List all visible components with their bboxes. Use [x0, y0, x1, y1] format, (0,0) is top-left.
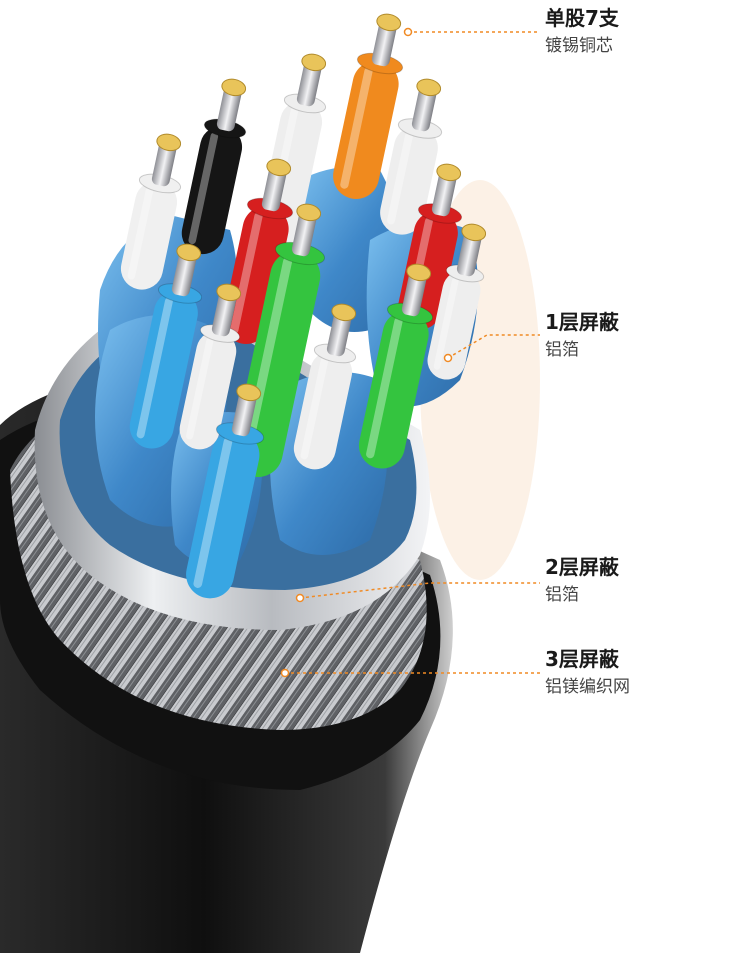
callout-conductor-title: 单股7支 — [545, 6, 619, 30]
wire-highlight — [366, 317, 403, 459]
strand-tip — [376, 13, 402, 32]
wire — [120, 133, 182, 290]
callout-shield-2-title: 2层屏蔽 — [545, 555, 619, 579]
wire — [223, 158, 294, 344]
callout-shield-1-subtitle: 铝箔 — [545, 340, 579, 360]
strand-tip — [416, 78, 442, 97]
wire — [129, 243, 203, 449]
strand-tip — [176, 243, 202, 262]
wire-highlight — [340, 67, 373, 189]
callout-shield-1: 1层屏蔽 铝箔 — [545, 310, 619, 362]
leader-dot — [280, 668, 290, 678]
wire-insulation — [179, 331, 237, 450]
copper-strand — [401, 271, 427, 317]
callout-shield-3-subtitle: 铝镁编织网 — [545, 677, 630, 697]
copper-strand — [431, 171, 457, 217]
wire-insulation — [232, 250, 321, 478]
wire-highlight — [433, 277, 459, 370]
callout-shield-3: 3层屏蔽 铝镁编织网 — [545, 647, 630, 699]
callout-shield-1-title: 1层屏蔽 — [545, 310, 619, 334]
leader-line — [299, 582, 540, 599]
callout-conductor-subtitle: 镀锡铜芯 — [545, 36, 613, 56]
copper-strand — [456, 231, 482, 277]
copper-strand — [231, 391, 257, 437]
copper-strand — [291, 211, 317, 257]
wire — [186, 383, 265, 599]
callout-shield-2: 2层屏蔽 铝箔 — [545, 555, 619, 607]
wire — [293, 303, 357, 470]
strand-tip — [301, 53, 327, 72]
wire-insulation — [129, 291, 198, 449]
copper-strand — [151, 141, 177, 187]
strand-tip — [436, 163, 462, 182]
wire — [358, 263, 434, 469]
wire-insulation — [186, 430, 260, 599]
wire-insulation — [181, 126, 243, 255]
wire-highlight — [240, 257, 293, 467]
wire-highlight — [186, 337, 214, 440]
wire-insulation — [293, 351, 353, 470]
wire — [181, 78, 247, 255]
leader-dot — [403, 27, 413, 37]
wire-highlight — [136, 297, 173, 439]
strand-tip — [236, 383, 262, 402]
wire-highlight — [193, 437, 233, 588]
wire-insulation — [427, 271, 481, 380]
copper-strand — [216, 86, 242, 132]
copper-strand — [371, 21, 397, 67]
strand-tip — [406, 263, 432, 282]
wire-highlight — [127, 187, 154, 280]
wire — [427, 223, 487, 380]
strand-tip — [221, 78, 247, 97]
copper-strand — [326, 311, 352, 357]
wire-group — [120, 13, 487, 599]
wire-insulation — [333, 61, 399, 199]
strand-tip — [266, 158, 292, 177]
wire-highlight — [188, 132, 219, 245]
wire-insulation — [358, 311, 429, 469]
wire-insulation — [120, 181, 178, 290]
wire-highlight — [300, 357, 329, 460]
callout-shield-3-title: 3层屏蔽 — [545, 647, 619, 671]
leader-line — [447, 334, 540, 359]
copper-strand — [296, 61, 322, 107]
copper-strand — [211, 291, 237, 337]
copper-strand — [171, 251, 197, 297]
wire-insulation — [223, 206, 289, 344]
leader-dot — [443, 353, 453, 363]
strand-tip — [296, 203, 322, 222]
wire — [179, 283, 242, 450]
wire-highlight — [230, 212, 263, 334]
wire-highlight — [387, 132, 413, 225]
strand-tip — [331, 303, 357, 322]
copper-strand — [261, 166, 287, 212]
wire — [232, 203, 326, 478]
wire — [333, 13, 404, 199]
strand-tip — [156, 133, 182, 152]
strand-tip — [216, 283, 242, 302]
copper-strand — [411, 86, 437, 132]
leader-dot — [295, 593, 305, 603]
leader-lines — [280, 27, 540, 678]
callout-conductor: 单股7支 镀锡铜芯 — [545, 6, 619, 58]
callout-shield-2-subtitle: 铝箔 — [545, 585, 579, 605]
strand-tip — [461, 223, 487, 242]
